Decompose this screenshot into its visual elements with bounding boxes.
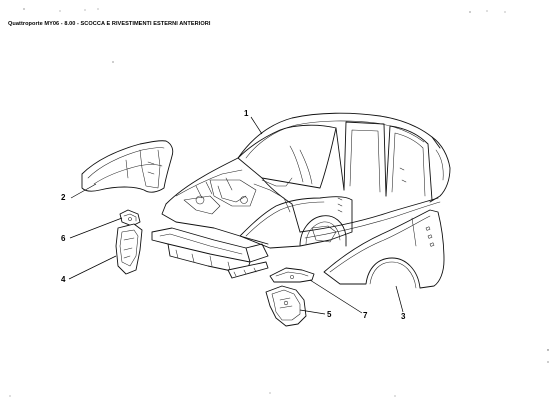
fender-vent-ports: [425, 226, 435, 247]
callout-7: 7: [363, 311, 368, 320]
scan-specks: [9, 8, 549, 397]
part-4-inner-bracket: [115, 223, 143, 275]
callout-6: 6: [61, 234, 66, 243]
part-6-bracket: [119, 209, 141, 227]
page-title: Quattroporte MY06 - 8.00 - SCOCCA E RIVE…: [8, 21, 211, 27]
part-7-mount-panel: [269, 267, 315, 283]
callout-2: 2: [61, 193, 66, 202]
leader-lines: [68, 116, 404, 315]
callout-3: 3: [401, 312, 406, 321]
callout-4: 4: [61, 275, 66, 284]
body-shell: [151, 112, 451, 275]
part-3-front-fender: [323, 209, 445, 289]
lower-front-bar: [227, 261, 269, 279]
part-5-lower-bracket: [265, 285, 307, 327]
callout-5: 5: [327, 310, 332, 319]
callout-1: 1: [244, 109, 249, 118]
part-2-fender-liner: [81, 140, 174, 193]
